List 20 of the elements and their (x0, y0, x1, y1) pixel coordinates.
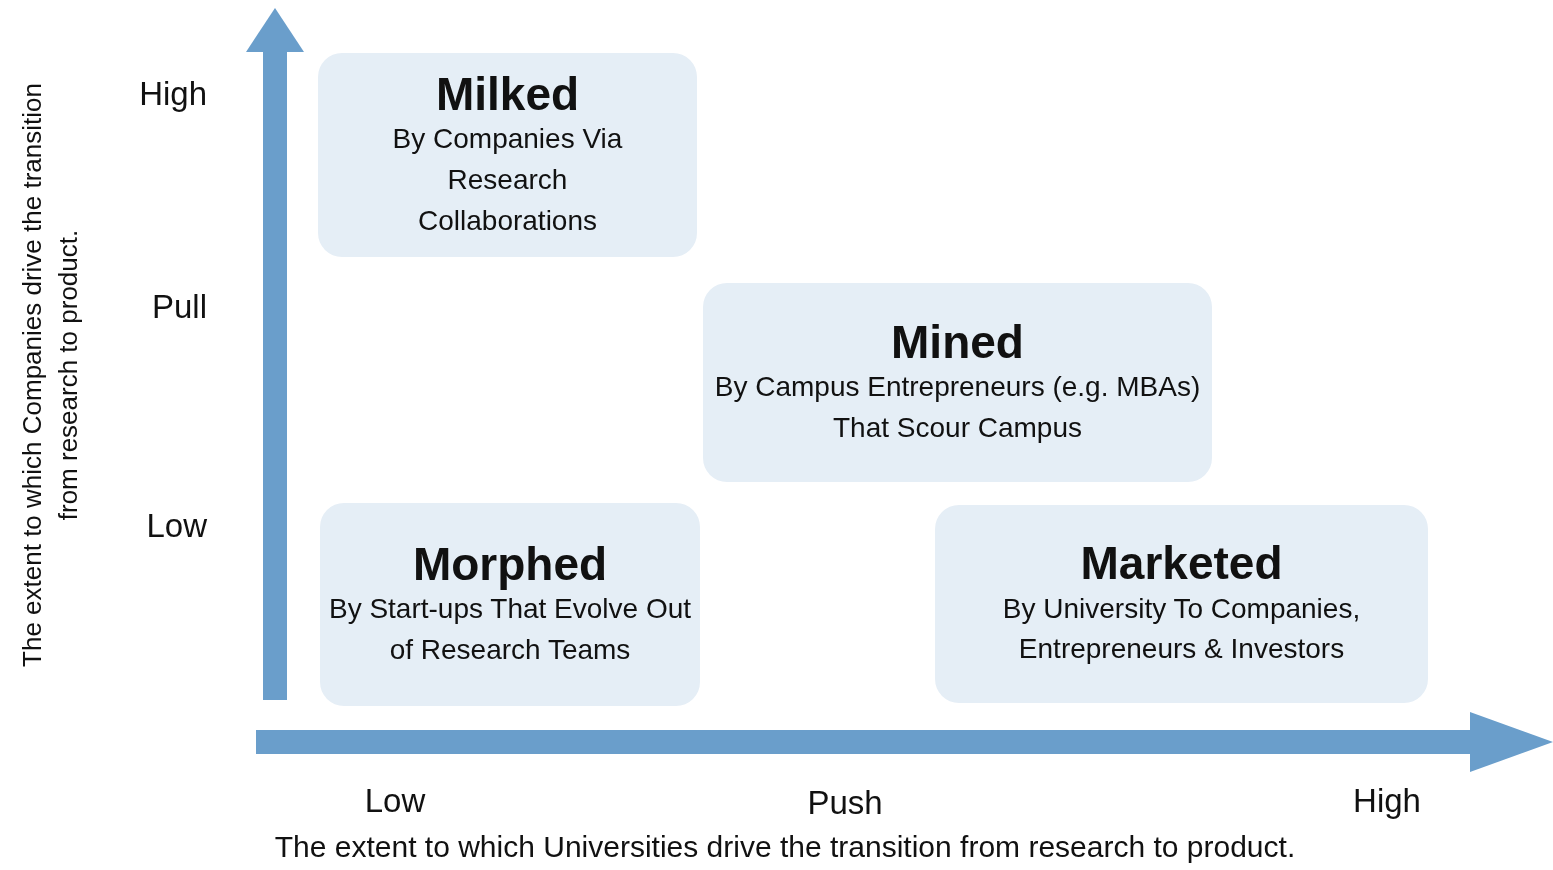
axis-tick-label: High (1353, 782, 1421, 820)
category-box (935, 505, 1428, 703)
category-title: Mined (891, 316, 1024, 368)
axis-tick-label: Low (146, 507, 207, 545)
category-box (318, 53, 697, 257)
category-description: By Start-ups That Evolve Out of Research Teams (327, 592, 693, 667)
axis-tick-label: Pull (151, 288, 207, 326)
category-description: By Companies Via Research Collaborations (391, 122, 624, 238)
axis-tick-label: Push (807, 784, 883, 822)
category-description: By Campus Entrepreneurs (e.g. MBAs) That Scour Campus (713, 370, 1202, 445)
axis-tick-label: High (139, 75, 207, 113)
category-description: By University To Companies, Entrepreneurs & Investors (1001, 591, 1362, 667)
category-title: Morphed (412, 538, 608, 590)
category-box (703, 283, 1212, 482)
axis-tick-label: Low (364, 782, 426, 820)
category-title: Milked (435, 68, 580, 120)
category-title: Marketed (1080, 538, 1283, 589)
category-box (320, 503, 700, 706)
axis-title: The extent to which Companies drive the transition from research to product. (16, 82, 85, 669)
axis-title: The extent to which Universities drive the transition from research to product. (274, 830, 1296, 864)
